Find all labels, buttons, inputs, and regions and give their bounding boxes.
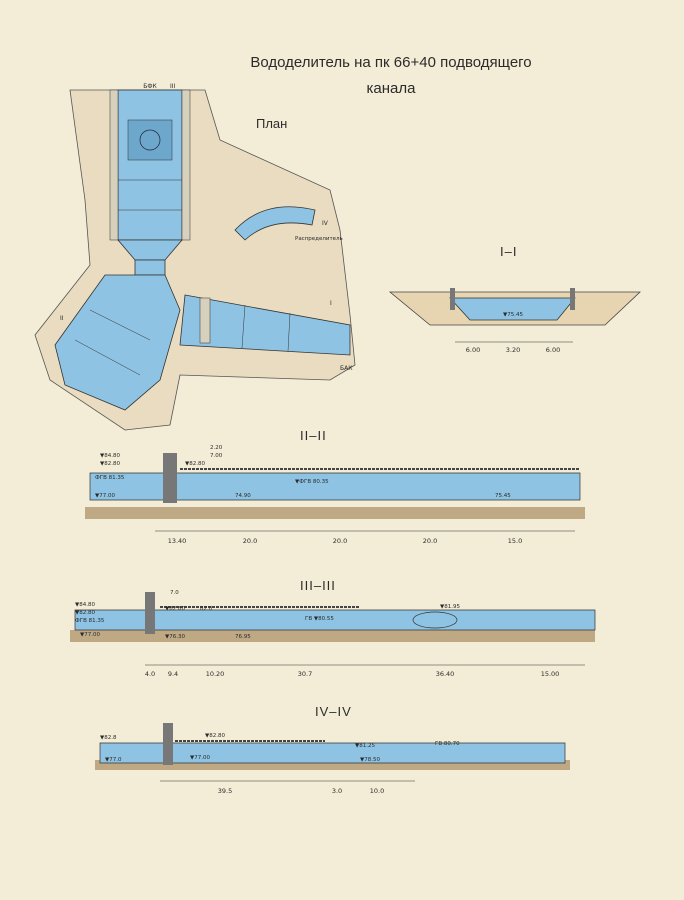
section-ii-elev-4: ▼77.00 [95,493,115,499]
section-ii-water [169,472,581,501]
section-ii-dim-5: 15.0 [508,537,522,545]
section-ii-elev-8: ▼ФГВ 80.35 [295,479,329,485]
section-ii-dim-3: 20.0 [333,537,347,545]
section-ii-elev-10: 75.45 [495,493,511,499]
section-iv-iv: ▼82.8 ▼77.0 ▼82.80 ▼77.00 ▼81.25 ГВ 80.7… [95,723,570,795]
section-iii-title: III–III [300,578,336,593]
section-iii-elev-8: ▼76.30 [165,634,185,640]
plan-left-branch [54,274,181,411]
section-iv-dim-2: 3.0 [332,787,342,795]
section-ii-elev-3: ФГВ 81.35 [95,475,125,481]
plan-distributor-branch [234,206,316,241]
section-iii-elev-2: ▼82.80 [75,610,95,616]
sheet-title: Вододелитель на пк 66+40 подводящего кан… [226,50,556,102]
section-iii-elev-9: 76.95 [235,634,251,640]
section-iv-elev-6: ГВ 80.70 [435,741,460,747]
section-iii-elev-10: ГВ ▼80.55 [305,616,334,622]
section-i-water [449,297,576,321]
section-i-dim-2: 3.20 [506,346,520,354]
section-ii-dim-2: 20.0 [243,537,257,545]
plan-right-branch [179,294,351,356]
plan-mark-ii: II [60,315,64,322]
plan-mark-bak: БАК [340,365,353,372]
section-iv-title: IV–IV [315,704,352,719]
section-iii-elev-11: ▼81.95 [440,604,460,610]
plan-label: План [256,116,288,131]
section-ii-dim-4: 20.0 [423,537,437,545]
plan-mark-iv: IV [322,220,329,227]
section-iv-elev-4: ▼77.00 [190,755,210,761]
section-iii-dim-1: 4.0 [145,670,155,678]
section-iii-dim-4: 30.7 [298,670,312,678]
section-iii-iii: ▼84.80 ▼82.80 ФГВ 81.35 ▼77.00 7.0 ▼82.8… [70,590,596,678]
title-line-2: канала [366,80,416,97]
plan-view: БФК III IV Распределитель I БАК II [34,83,356,431]
section-iii-dim-5: 36.40 [436,670,455,678]
section-ii-elev-5: ▼82.80 [185,461,205,467]
section-i-dim-3: 6.00 [546,346,560,354]
section-ii-ii: ▼84.80 ▼82.80 ФГВ 81.35 ▼77.00 ▼82.80 7.… [85,445,585,545]
section-ii-elev-2: ▼82.80 [100,461,120,467]
section-iii-dim-2: 9.4 [168,670,178,678]
section-ii-elev-7: 2.20 [210,445,223,451]
plan-mark-bfk: БФК [143,83,157,90]
title-line-1: Вододелитель на пк 66+40 подводящего [250,54,532,71]
section-i-title: I–I [500,244,518,259]
plan-mark-distributor: Распределитель [295,236,343,242]
section-iv-elev-2: ▼77.0 [105,757,122,763]
section-ii-elev-6: 7.00 [210,453,223,459]
section-iii-elev-4: ▼77.00 [80,632,100,638]
section-iv-elev-1: ▼82.8 [100,735,117,741]
section-iv-dim-1: 39.5 [218,787,232,795]
section-i-elevation: ▼75.45 [503,312,523,318]
section-ii-title: II–II [300,428,327,443]
section-i-dim-1: 6.00 [466,346,480,354]
section-iii-elev-3: ФГВ 81.35 [75,618,105,624]
section-iv-dim-3: 10.0 [370,787,384,795]
section-iii-dim-3: 10.20 [206,670,225,678]
section-iii-elev-5: 7.0 [170,590,179,596]
section-iv-elev-5: ▼81.25 [355,743,375,749]
section-iv-elev-7: ▼78.50 [360,757,380,763]
section-iii-water [74,609,596,631]
section-ii-elev-9: 74.90 [235,493,251,499]
plan-upper-channel [117,89,183,241]
section-ii-dim-1: 13.40 [168,537,187,545]
section-iv-elev-3: ▼82.80 [205,733,225,739]
plan-mark-i: I [330,300,332,307]
section-iii-dim-6: 15.00 [541,670,560,678]
section-iii-elev-1: ▼84.80 [75,602,95,608]
section-iv-water [99,742,566,764]
section-i-i: ▼75.45 6.00 3.20 6.00 [388,288,642,354]
plan-mark-iii: III [170,83,176,90]
section-iii-elev-7: 82.0 [200,606,213,612]
section-iii-elev-6: ▼82.80 [165,606,185,612]
section-ii-elev-1: ▼84.80 [100,453,120,459]
